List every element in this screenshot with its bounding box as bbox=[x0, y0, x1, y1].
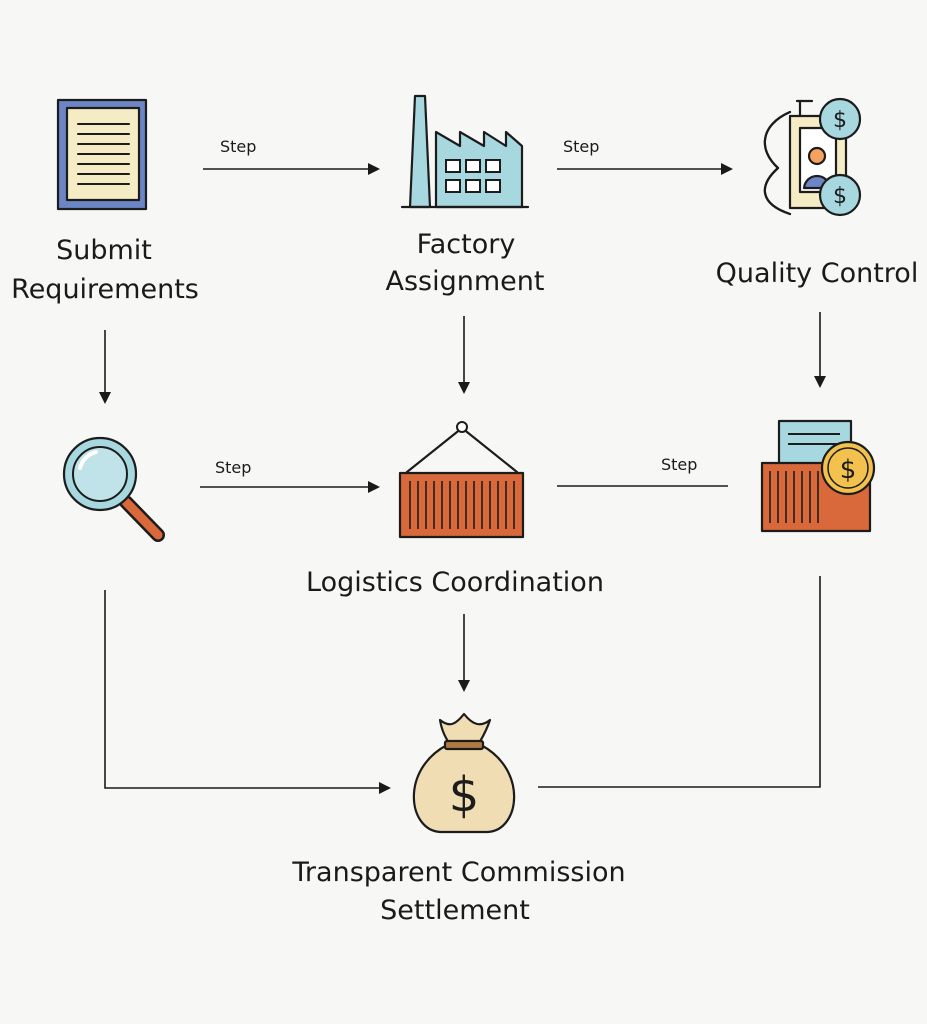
node-label-settlement-line2: Settlement bbox=[380, 895, 530, 926]
inspection-icon: $ $ bbox=[763, 97, 862, 217]
node-search bbox=[62, 436, 165, 542]
dollar-coin-icon-bottom: $ bbox=[818, 173, 862, 217]
dollar-coin-icon-payment: $ bbox=[820, 440, 876, 496]
edge-payment-to-settlement bbox=[538, 576, 821, 788]
document-icon bbox=[56, 98, 148, 211]
node-factory-assignment: Factory Assignment bbox=[386, 94, 545, 297]
edges bbox=[99, 163, 826, 794]
node-submit-requirements: Submit Requirements bbox=[11, 98, 199, 305]
dollar-sign-settlement: $ bbox=[449, 767, 480, 823]
dollar-sign-quality-top: $ bbox=[833, 108, 847, 133]
edge-label-submit-to-factory: Step bbox=[220, 137, 256, 156]
edge-label-search-to-logistics: Step bbox=[215, 458, 251, 477]
dollar-coin-icon-top: $ bbox=[818, 97, 862, 141]
node-label-settlement-line1: Transparent Commission bbox=[291, 857, 625, 888]
money-bag-icon: $ bbox=[412, 712, 516, 834]
edge-label-factory-to-quality: Step bbox=[563, 137, 599, 156]
container-icon bbox=[398, 421, 525, 539]
node-label-logistics: Logistics Coordination bbox=[306, 567, 604, 598]
magnifier-icon bbox=[62, 436, 165, 542]
node-label-submit-line2: Requirements bbox=[11, 274, 199, 305]
node-label-factory-line2: Assignment bbox=[386, 266, 545, 297]
container-payment-icon: $ bbox=[760, 419, 876, 533]
node-label-factory-line1: Factory bbox=[417, 229, 516, 260]
dollar-sign-quality-bottom: $ bbox=[833, 184, 847, 209]
factory-icon bbox=[400, 94, 530, 209]
node-logistics-coordination: Logistics Coordination bbox=[306, 421, 604, 598]
edge-label-payment-to-logistics: Step bbox=[661, 455, 697, 474]
node-container-payment: $ bbox=[760, 419, 876, 533]
node-transparent-commission-settlement: $ Transparent Commission Settlement bbox=[291, 712, 626, 926]
edge-search-to-settlement bbox=[104, 590, 391, 794]
dollar-sign-payment: $ bbox=[840, 455, 857, 485]
node-quality-control: $ $ Quality Control bbox=[716, 97, 919, 289]
node-label-quality: Quality Control bbox=[716, 258, 919, 289]
node-label-submit-line1: Submit bbox=[56, 235, 152, 266]
